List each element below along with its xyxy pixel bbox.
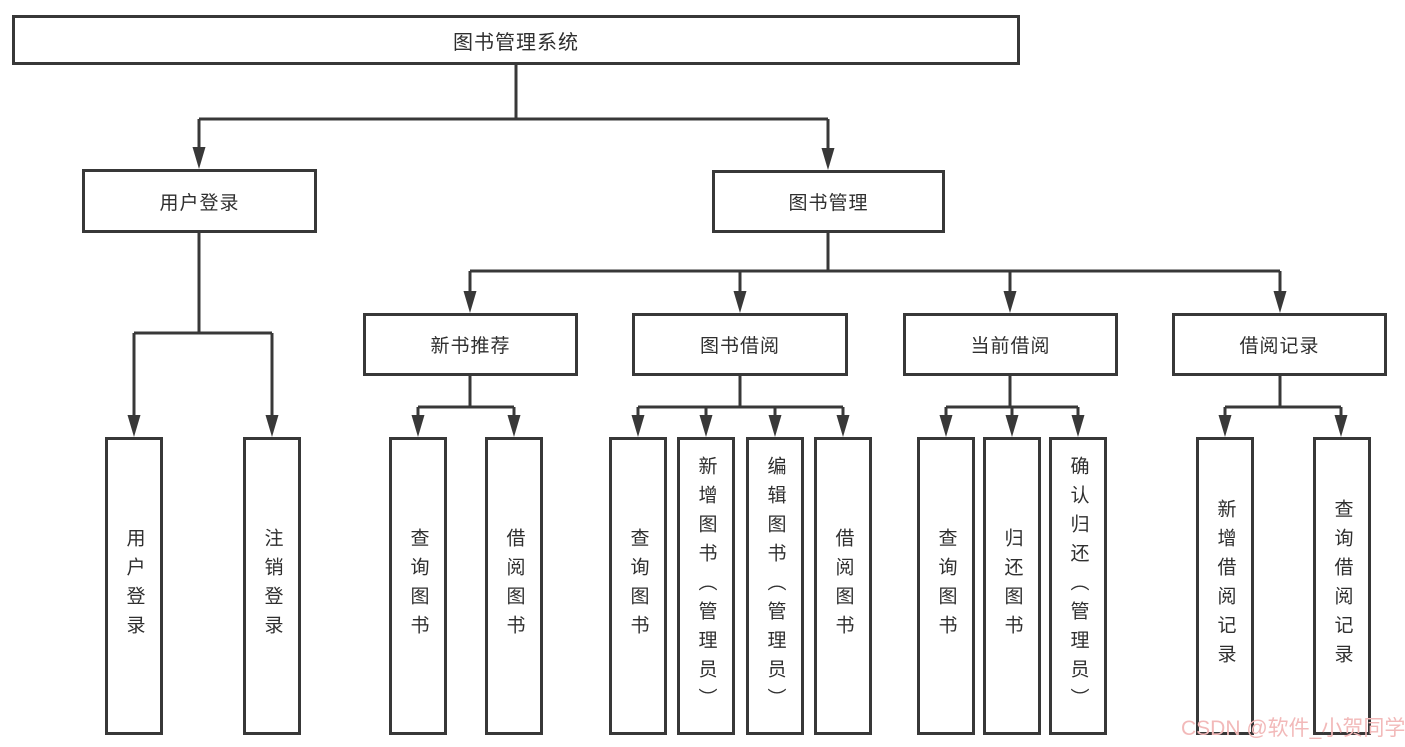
- node-user-login-group: 用户登录: [82, 169, 317, 233]
- arrowhead: [1003, 291, 1017, 313]
- arrowheads: [127, 147, 1348, 437]
- arrowhead: [1334, 415, 1348, 437]
- leaf-current-confirm-return-admin: 确认归还（管理员）: [1049, 437, 1107, 735]
- leaf-borrowing-query-books: 查询图书: [609, 437, 667, 735]
- leaf-borrowing-edit-book-admin: 编辑图书（管理员）: [746, 437, 804, 735]
- arrowhead: [1005, 415, 1019, 437]
- leaf-logout-login: 注销登录: [243, 437, 301, 735]
- node-new-book-recommendation: 新书推荐: [363, 313, 578, 376]
- connector-records-to-leaves: [1223, 376, 1343, 418]
- node-book-management-group: 图书管理: [712, 170, 945, 233]
- leaf-records-query-borrow-record: 查询借阅记录: [1313, 437, 1371, 735]
- node-library-management-system: 图书管理系统: [12, 15, 1020, 65]
- arrowhead: [507, 415, 521, 437]
- leaf-current-query-books: 查询图书: [917, 437, 975, 735]
- connector-newbook-to-leaves: [416, 376, 516, 418]
- arrowhead: [1218, 415, 1232, 437]
- connector-management-to-level3: [468, 233, 1282, 294]
- leaf-current-return-books: 归还图书: [983, 437, 1041, 735]
- node-current-borrowing: 当前借阅: [903, 313, 1118, 376]
- leaf-records-add-borrow-record: 新增借阅记录: [1196, 437, 1254, 735]
- connector-borrowing-to-leaves: [636, 376, 845, 418]
- leaf-newbook-query-books: 查询图书: [389, 437, 447, 735]
- arrowhead: [1071, 415, 1085, 437]
- arrowhead: [836, 415, 850, 437]
- arrowhead: [265, 415, 279, 437]
- connector-login-to-leaves: [132, 233, 274, 418]
- arrowhead: [192, 147, 206, 169]
- arrowhead: [768, 415, 782, 437]
- connector-root-to-level2: [197, 65, 830, 151]
- leaf-newbook-borrow-books: 借阅图书: [485, 437, 543, 735]
- arrowhead: [631, 415, 645, 437]
- arrowhead: [127, 415, 141, 437]
- leaf-borrowing-borrow-books: 借阅图书: [814, 437, 872, 735]
- arrowhead: [939, 415, 953, 437]
- arrowhead: [411, 415, 425, 437]
- arrowhead: [733, 291, 747, 313]
- arrowhead: [463, 291, 477, 313]
- node-book-borrowing: 图书借阅: [632, 313, 848, 376]
- arrowhead: [699, 415, 713, 437]
- arrowhead: [821, 148, 835, 170]
- node-borrowing-records: 借阅记录: [1172, 313, 1387, 376]
- connector-current-to-leaves: [944, 376, 1080, 418]
- csdn-watermark: CSDN @软件_小贺同学: [1181, 717, 1405, 740]
- leaf-borrowing-add-book-admin: 新增图书（管理员）: [677, 437, 735, 735]
- arrowhead: [1273, 291, 1287, 313]
- leaf-user-login: 用户登录: [105, 437, 163, 735]
